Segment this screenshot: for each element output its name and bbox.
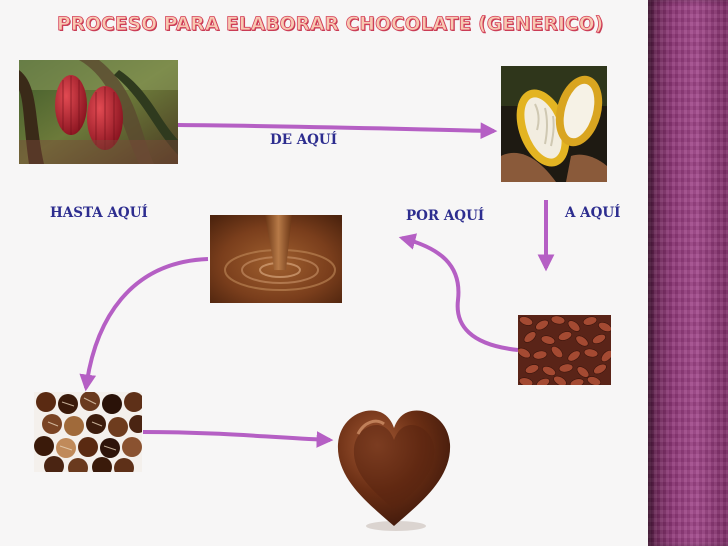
arrow-melted-to-bonbons	[79, 257, 209, 392]
arrow-bonbons-to-heart	[142, 430, 334, 448]
chocolate-bonbons-icon	[34, 392, 142, 472]
dried-cacao-beans-icon	[518, 315, 611, 385]
label-hasta-aqui: HASTA AQUÍ	[50, 205, 148, 221]
melted-chocolate-icon	[210, 215, 342, 303]
label-a-aqui: A AQUÍ	[565, 205, 621, 221]
decorative-sidebar	[648, 0, 728, 546]
arrow-pod-to-open-pod	[177, 122, 498, 140]
opened-cacao-pod-icon	[501, 66, 607, 182]
page-title: PROCESO PARA ELABORAR CHOCOLATE (GENERIC…	[57, 14, 604, 36]
arrow-beans-to-melted	[398, 233, 519, 352]
chocolate-heart-icon	[334, 404, 454, 534]
cacao-pods-on-tree-icon	[19, 60, 178, 164]
label-de-aqui: DE AQUÍ	[270, 132, 338, 148]
label-por-aqui: POR AQUÍ	[406, 208, 485, 224]
